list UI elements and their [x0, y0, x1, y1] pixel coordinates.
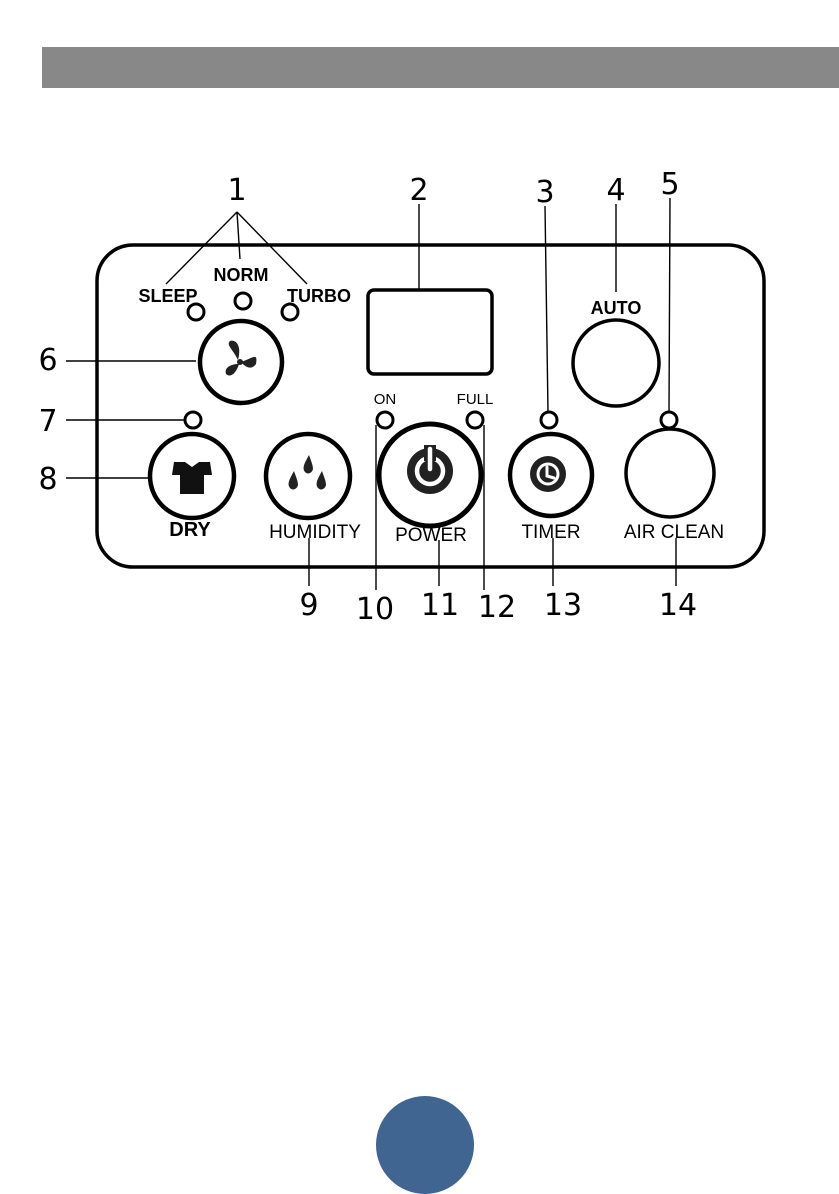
callout-7: 7	[38, 404, 57, 439]
norm-label: NORM	[214, 265, 269, 285]
dry-button[interactable]	[150, 434, 234, 518]
air-clean-button[interactable]	[626, 429, 714, 517]
callout-5: 5	[660, 167, 679, 202]
fan-speed-button[interactable]	[200, 321, 282, 403]
power-label: POWER	[395, 525, 467, 546]
callout-3: 3	[535, 175, 554, 210]
timer-button[interactable]	[510, 434, 592, 516]
on-label: ON	[374, 391, 397, 408]
dry-label: DRY	[169, 519, 211, 541]
sleep-label: SLEEP	[138, 286, 197, 306]
auto-button[interactable]	[573, 320, 659, 406]
humidity-label: HUMIDITY	[269, 522, 361, 543]
callout-1: 1	[227, 173, 246, 208]
callout-14: 14	[659, 588, 697, 623]
callout-8: 8	[38, 462, 57, 497]
auto-label: AUTO	[591, 298, 642, 318]
callout-12: 12	[478, 590, 516, 625]
full-led	[467, 412, 483, 428]
display-window	[368, 290, 492, 374]
norm-led	[235, 293, 251, 309]
sleep-led	[188, 304, 204, 320]
turbo-led	[282, 304, 298, 320]
callout-9: 9	[299, 588, 318, 623]
callout-2: 2	[409, 173, 428, 208]
power-button[interactable]	[379, 424, 481, 526]
clock-icon	[530, 456, 566, 492]
callout-11: 11	[421, 588, 459, 623]
air-clean-led	[661, 412, 677, 428]
callout-4: 4	[606, 173, 625, 208]
page-marker-circle	[376, 1096, 474, 1194]
on-led	[377, 412, 393, 428]
dry-led	[185, 412, 201, 428]
air-clean-label: AIR CLEAN	[624, 522, 724, 543]
humidity-button[interactable]	[266, 434, 350, 518]
timer-label: TIMER	[521, 522, 580, 543]
callout-6: 6	[38, 343, 57, 378]
callout-10: 10	[356, 592, 394, 627]
callout-13: 13	[544, 588, 582, 623]
turbo-label: TURBO	[287, 286, 351, 306]
full-label: FULL	[457, 391, 494, 408]
timer-led	[541, 412, 557, 428]
